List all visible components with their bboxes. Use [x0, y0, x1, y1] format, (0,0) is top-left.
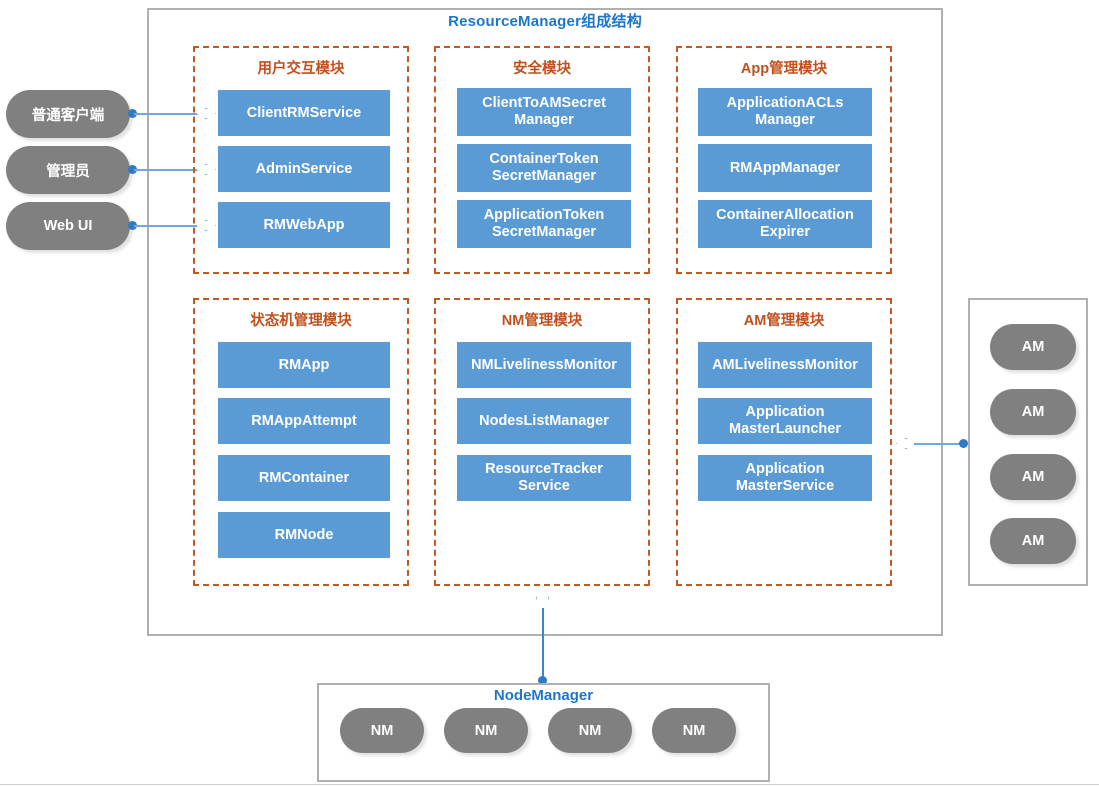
component-label: NodesListManager: [479, 412, 609, 429]
am-node[interactable]: AM: [990, 454, 1076, 500]
connector-dot-am: [959, 439, 968, 448]
module-title: 安全模块: [513, 61, 571, 77]
component-rmapp[interactable]: RMApp: [218, 342, 390, 388]
component-label-line2: Expirer: [760, 224, 810, 240]
component-clientrmservice[interactable]: ClientRMService: [218, 90, 390, 136]
client-label: Web UI: [43, 218, 93, 234]
module-user-interaction: 用户交互模块: [193, 46, 409, 274]
component-label: RMContainer: [258, 469, 350, 486]
component-label-line2: SecretManager: [492, 168, 596, 184]
client-node-webui[interactable]: Web UI: [6, 202, 130, 250]
am-label: AM: [1021, 533, 1045, 549]
am-label: AM: [1021, 404, 1045, 420]
nm-label: NM: [578, 722, 602, 739]
connector-line-client-normal: [134, 113, 204, 115]
nm-node[interactable]: NM: [548, 708, 632, 753]
module-state-machine: 状态机管理模块: [193, 298, 409, 586]
connector-diamond-client-normal: [196, 108, 216, 119]
module-title: NM管理模块: [501, 313, 583, 329]
component-containertokensecretmanager[interactable]: ContainerToken SecretManager: [457, 144, 631, 192]
connector-dot-client-webui: [128, 221, 137, 230]
connector-line-am: [914, 443, 966, 445]
module-title: 状态机管理模块: [250, 313, 352, 329]
module-am-management: AM管理模块: [676, 298, 892, 586]
am-label: AM: [1021, 339, 1045, 355]
component-label-line1: ContainerAllocation: [716, 207, 854, 224]
nm-label: NM: [370, 722, 394, 739]
component-rmwebapp[interactable]: RMWebApp: [218, 202, 390, 248]
component-label: RMWebApp: [263, 216, 345, 233]
module-title: 用户交互模块: [257, 61, 345, 77]
module-security: 安全模块: [434, 46, 650, 274]
component-applicationaclsmanager[interactable]: ApplicationACLs Manager: [698, 88, 872, 136]
component-label: RMApp: [278, 356, 330, 373]
component-label-line2: Manager: [755, 112, 815, 128]
am-node[interactable]: AM: [990, 324, 1076, 370]
page-title: ResourceManager组成结构: [448, 13, 642, 30]
page-bottom-rule: [0, 784, 1099, 785]
component-label: AdminService: [255, 160, 353, 177]
client-label: 管理员: [46, 163, 90, 180]
nm-label: NM: [474, 722, 498, 739]
component-label-line1: ContainerToken: [489, 151, 599, 168]
component-adminservice[interactable]: AdminService: [218, 146, 390, 192]
component-label-line1: Application: [745, 404, 825, 421]
connector-line-nodemanager: [542, 608, 544, 680]
client-node-normal[interactable]: 普通客户端: [6, 90, 130, 138]
component-applicationmasterservice[interactable]: Application MasterService: [698, 455, 872, 501]
am-label: AM: [1021, 469, 1045, 485]
connector-line-client-admin: [134, 169, 204, 171]
component-label: AMLivelinessMonitor: [712, 356, 858, 373]
module-nm-management: NM管理模块: [434, 298, 650, 586]
component-applicationmasterlauncher[interactable]: Application MasterLauncher: [698, 398, 872, 444]
connector-line-client-webui: [134, 225, 204, 227]
component-label: ClientRMService: [246, 104, 362, 121]
component-containerallocationexpirer[interactable]: ContainerAllocation Expirer: [698, 200, 872, 248]
component-nodeslistmanager[interactable]: NodesListManager: [457, 398, 631, 444]
nm-node[interactable]: NM: [652, 708, 736, 753]
connector-dot-client-normal: [128, 109, 137, 118]
component-label-line2: MasterLauncher: [728, 421, 841, 437]
client-label: 普通客户端: [31, 107, 105, 124]
component-rmappmanager[interactable]: RMAppManager: [698, 144, 872, 192]
module-title: AM管理模块: [743, 313, 825, 329]
am-node[interactable]: AM: [990, 518, 1076, 564]
nm-node[interactable]: NM: [444, 708, 528, 753]
component-label-line1: ResourceTracker: [485, 461, 603, 478]
component-applicationtokensecretmanager[interactable]: ApplicationToken SecretManager: [457, 200, 631, 248]
module-title: App管理模块: [740, 61, 828, 77]
component-label: RMAppAttempt: [251, 412, 357, 429]
module-app-management: App管理模块: [676, 46, 892, 274]
component-clienttoamsecretmanager[interactable]: ClientToAMSecret Manager: [457, 88, 631, 136]
nm-node[interactable]: NM: [340, 708, 424, 753]
component-label: RMAppManager: [729, 159, 841, 176]
nm-label: NM: [682, 722, 706, 739]
component-amlivelinessmonitor[interactable]: AMLivelinessMonitor: [698, 342, 872, 388]
connector-dot-client-admin: [128, 165, 137, 174]
component-label-line2: Manager: [514, 112, 574, 128]
component-nmlivelinessmonitor[interactable]: NMLivelinessMonitor: [457, 342, 631, 388]
component-resourcetrackerservice[interactable]: ResourceTracker Service: [457, 455, 631, 501]
connector-dot-nodemanager: [538, 676, 547, 685]
connector-diamond-client-admin: [196, 164, 216, 175]
connector-diamond-client-webui: [196, 220, 216, 231]
client-node-admin[interactable]: 管理员: [6, 146, 130, 194]
component-label-line1: ApplicationACLs: [726, 95, 844, 112]
component-label: NMLivelinessMonitor: [471, 356, 617, 373]
am-node[interactable]: AM: [990, 389, 1076, 435]
component-rmcontainer[interactable]: RMContainer: [218, 455, 390, 501]
component-rmappattempt[interactable]: RMAppAttempt: [218, 398, 390, 444]
component-label: RMNode: [274, 526, 334, 543]
component-rmnode[interactable]: RMNode: [218, 512, 390, 558]
component-label-line2: MasterService: [735, 478, 835, 494]
component-label-line1: ClientToAMSecret: [482, 95, 606, 112]
component-label-line2: SecretManager: [492, 224, 596, 240]
nodemanager-title: NodeManager: [493, 687, 594, 704]
component-label-line1: ApplicationToken: [483, 207, 605, 224]
component-label-line2: Service: [518, 478, 570, 494]
component-label-line1: Application: [745, 461, 825, 478]
